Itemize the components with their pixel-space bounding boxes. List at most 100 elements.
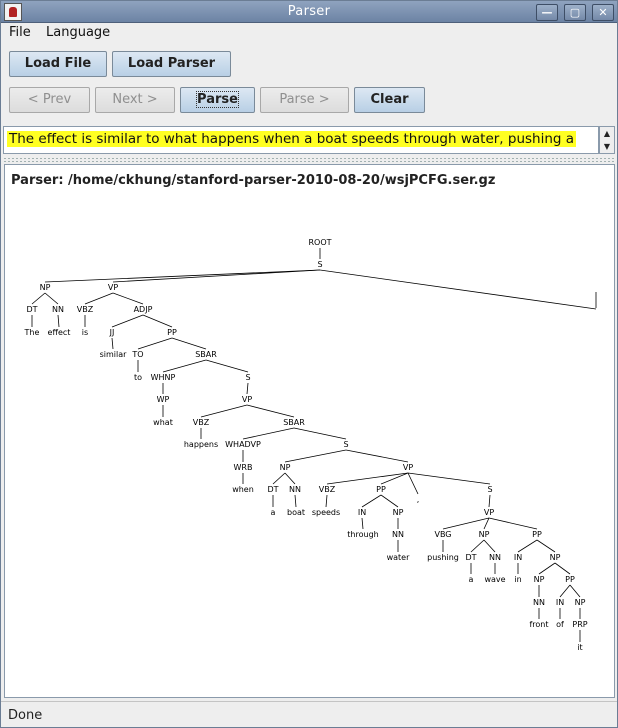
minimize-icon: — (541, 6, 553, 19)
tree-edge-np2 (284, 449, 347, 463)
tree-node-w_in: in (514, 575, 521, 584)
tree-edge-w_speeds (325, 494, 328, 508)
tree-edge-w_through (361, 517, 364, 530)
tree-node-jj: JJ (109, 328, 115, 337)
tree-node-s2: S (343, 440, 348, 449)
tree-node-np7: NP (575, 598, 586, 607)
tree-node-w_a2: a (469, 575, 474, 584)
sentence-text: The effect is similar to what happens wh… (7, 131, 577, 147)
tree-node-whnp: WHNP (151, 373, 176, 382)
tree-edge-vp1 (112, 269, 321, 283)
tree-node-prp: PRP (572, 620, 587, 629)
tree-edge-in2 (517, 539, 538, 553)
tree-node-pp3: PP (532, 530, 542, 539)
tree-node-root: ROOT (308, 238, 331, 247)
tree-node-nn1: NN (52, 305, 64, 314)
tree-node-adjp: ADJP (134, 305, 153, 314)
status-bar: Done (1, 701, 617, 727)
tree-node-np6: NP (534, 575, 545, 584)
tree-node-w_boat: boat (287, 508, 305, 517)
tree-node-w_wave: wave (484, 575, 505, 584)
title-bar[interactable]: Parser — ▢ ✕ (1, 1, 617, 23)
next-button[interactable]: Next > (95, 87, 175, 113)
window-title: Parser (287, 4, 331, 19)
tree-node-w_is: is (82, 328, 88, 337)
tree-edge-s3 (407, 472, 491, 485)
clear-button[interactable]: Clear (354, 87, 425, 113)
maximize-button[interactable]: ▢ (564, 4, 586, 21)
tree-node-vbg: VBG (434, 530, 451, 539)
tree-edge-np1 (44, 269, 321, 283)
tree-edge-vp3 (345, 449, 409, 463)
parse-next-button[interactable]: Parse > (260, 87, 349, 113)
tree-node-pp1: PP (167, 328, 177, 337)
tree-edge-w_boat (294, 494, 297, 508)
tree-node-w_it: it (577, 643, 582, 652)
tree-node-nn2: NN (289, 485, 301, 494)
tree-node-np3: NP (393, 508, 404, 517)
tree-node-vp4: VP (484, 508, 494, 517)
tree-node-in1: IN (358, 508, 366, 517)
tree-edge-vbz3 (326, 472, 409, 485)
prev-button[interactable]: < Prev (9, 87, 90, 113)
tree-edge-s2 (293, 427, 347, 440)
tree-edge-pp3 (488, 517, 538, 530)
scroll-up-icon[interactable]: ▲ (603, 129, 611, 138)
tree-edge-vbz2 (200, 404, 248, 418)
close-button[interactable]: ✕ (592, 4, 614, 21)
menu-language[interactable]: Language (46, 25, 111, 40)
tree-edge-w_similar (111, 337, 114, 350)
split-pane-divider[interactable] (3, 157, 615, 163)
tree-node-np5: NP (550, 553, 561, 562)
tree-edge-adjp (112, 292, 144, 305)
tree-node-w_what: what (153, 418, 173, 427)
tree-node-sbar2: SBAR (283, 418, 305, 427)
tree-node-dt2: DT (267, 485, 278, 494)
tree-node-s3: S (487, 485, 492, 494)
tree-node-w_speeds: speeds (312, 508, 340, 517)
tree-node-dt3: DT (465, 553, 476, 562)
tree-edge-dt2 (272, 472, 286, 485)
tree-edge-comma (407, 472, 419, 495)
scroll-down-icon[interactable]: ▼ (603, 142, 611, 151)
minimize-button[interactable]: — (536, 4, 558, 21)
java-app-icon[interactable] (4, 3, 22, 21)
tree-edge-in1 (361, 494, 382, 508)
tree-node-w_a1: a (271, 508, 276, 517)
tree-node-w_the: The (24, 328, 40, 337)
tree-node-w_happens: happens (184, 440, 218, 449)
sentence-scroller[interactable]: ▲ ▼ (599, 126, 615, 154)
tree-node-w_through: through (347, 530, 378, 539)
tree-node-pp4: PP (565, 575, 575, 584)
tree-edge-np4 (483, 517, 490, 530)
load-parser-button[interactable]: Load Parser (112, 51, 231, 77)
tree-node-nn5: NN (533, 598, 545, 607)
tree-node-w_similar: similar (100, 350, 128, 359)
tree-edge-dt1 (31, 292, 46, 305)
tree-node-nn3: NN (392, 530, 404, 539)
tree-node-wp: WP (157, 395, 170, 404)
tree-node-dt1: DT (26, 305, 37, 314)
tree-node-in2: IN (514, 553, 522, 562)
tree-edge-np5 (536, 539, 556, 553)
menu-file[interactable]: File (9, 25, 31, 40)
tree-node-wrb: WRB (234, 463, 253, 472)
tree-edge-pp1 (142, 314, 173, 328)
tree-node-pp2: PP (376, 485, 386, 494)
tree-node-np4: NP (479, 530, 490, 539)
tree-edge-np7 (569, 584, 581, 598)
tree-node-vbz2: VBZ (193, 418, 210, 427)
status-text: Done (8, 708, 43, 723)
tree-node-comma: , (417, 495, 420, 504)
sentence-input[interactable]: The effect is similar to what happens wh… (3, 126, 599, 154)
tree-node-np1: NP (40, 283, 51, 292)
tree-edge-whnp (162, 359, 207, 373)
parse-tree-panel: Parser: /home/ckhung/stanford-parser-201… (4, 164, 615, 698)
tree-node-w_water: water (387, 553, 411, 562)
load-file-button[interactable]: Load File (9, 51, 107, 77)
tree-edge-pp2 (380, 472, 409, 485)
parse-button[interactable]: Parse (180, 87, 255, 113)
tree-node-w_effect: effect (48, 328, 71, 337)
